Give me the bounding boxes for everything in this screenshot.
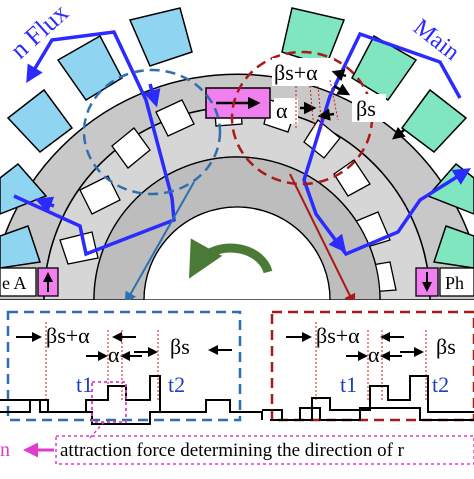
left-timing-box [6,310,242,422]
force-arrow-icon [331,69,347,82]
beta-alpha-label-bg [272,58,334,86]
beta-label-bg [352,94,386,122]
flux-paths [13,30,471,257]
phase-right-label: Ph [445,273,464,293]
force-arrow-icon-5 [392,126,406,140]
phase-a-label: e A [2,273,27,293]
beta-s-plus-alpha-top: βs+α [274,60,318,85]
alpha-label-bg [274,98,298,124]
beta-s-top: βs [356,96,376,121]
beta-s-plus-alpha-left: βs+α [46,323,90,348]
phase-right-box [439,267,474,297]
motor-cross-section: e A Ph n Flux Main βs+α α βs [0,0,474,307]
force-arrow-icon-2 [333,83,351,96]
left-red-guides [45,322,159,400]
force-arrow-icon-4 [317,108,335,121]
legend-box [55,435,474,465]
right-timing-box [270,310,474,422]
force-highlight-box [91,381,127,423]
left-highlight-ellipse [82,68,222,196]
alpha-top: α [276,98,288,123]
waveforms [0,375,474,425]
beta-s-left: βs [170,334,190,359]
alpha-left: α [108,342,120,367]
right-red-guides [315,322,427,400]
red-dotted-guides [295,79,339,131]
right-stator-teeth [281,7,474,269]
timing-section: βs+α α βs t1 t2 βs+α α βs t1 t2 [0,300,474,474]
beta-s-plus-alpha-right: βs+α [316,323,360,348]
phase-a-box [0,267,37,297]
red-connector-arrow [289,173,356,307]
alpha-right: α [368,342,380,367]
t1-left: t1 [76,372,93,397]
t2-right: t2 [432,372,449,397]
beta-s-right: βs [436,334,456,359]
force-pointer [87,421,105,441]
curved-arrow-icon [188,238,273,279]
blue-connector-arrow [124,181,195,305]
t1-right: t1 [340,372,357,397]
left-stator-teeth [0,7,193,269]
timing-background [0,300,474,474]
legend-left-fragment: n [0,439,10,461]
legend-text: attraction force determining the directi… [60,440,405,461]
t2-left: t2 [168,372,185,397]
